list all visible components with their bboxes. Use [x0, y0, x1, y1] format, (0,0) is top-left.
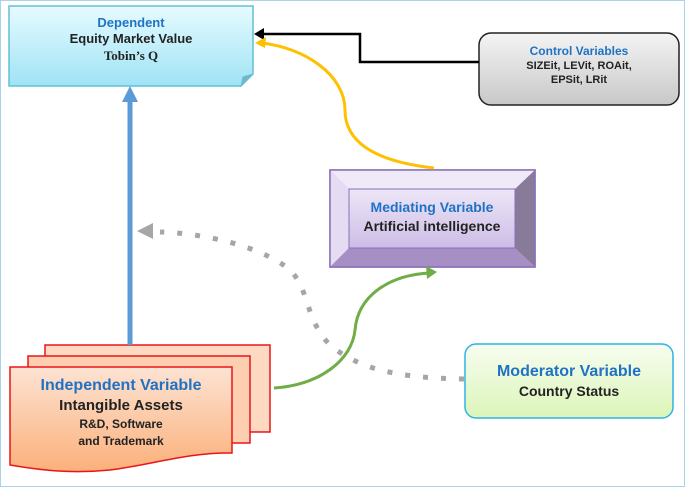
dependent-line2: Tobin’s Q	[103, 48, 159, 63]
moderator-title: Moderator Variable	[496, 363, 642, 380]
moderator-line1: Country Status	[518, 383, 620, 399]
moderator-dotted-arrow	[137, 223, 465, 382]
mediating-to-dependent-arrow	[255, 37, 435, 170]
dependent-line1: Equity Market Value	[69, 31, 193, 46]
dependent-label-group: Dependent Equity Market Value Tobin’s Q	[9, 15, 253, 64]
mediating-variable-box[interactable]	[329, 169, 536, 268]
moderator-variable-box[interactable]	[464, 343, 674, 419]
independent-variable-box[interactable]	[9, 344, 271, 473]
moderator-label-group: Moderator Variable Country Status	[465, 362, 673, 400]
mediating-line1: Artificial intelligence	[363, 218, 501, 234]
mediating-label-group: Mediating Variable Artificial intelligen…	[349, 198, 515, 236]
independent-to-mediating-arrow	[273, 266, 437, 390]
independent-to-dependent-arrow	[122, 86, 138, 345]
control-label-group: Control Variables SIZEit, LEVit, ROAit, …	[479, 44, 679, 87]
independent-title: Independent Variable	[40, 377, 202, 394]
independent-line1: Intangible Assets	[59, 397, 183, 414]
control-line2: EPSit, LRit	[550, 74, 608, 86]
independent-label-group: Independent Variable Intangible Assets R…	[10, 375, 232, 450]
control-title: Control Variables	[529, 44, 629, 58]
control-line1: SIZEit, LEVit, ROAit,	[526, 60, 632, 72]
dependent-title: Dependent	[97, 15, 165, 30]
control-to-dependent-arrow	[254, 28, 479, 64]
independent-line3: and Trademark	[78, 434, 164, 448]
control-variables-box[interactable]	[478, 32, 680, 106]
dependent-box[interactable]	[8, 5, 254, 88]
mediating-title: Mediating Variable	[370, 199, 494, 215]
folded-corner-icon	[240, 73, 254, 88]
independent-line2: R&D, Software	[79, 417, 163, 431]
